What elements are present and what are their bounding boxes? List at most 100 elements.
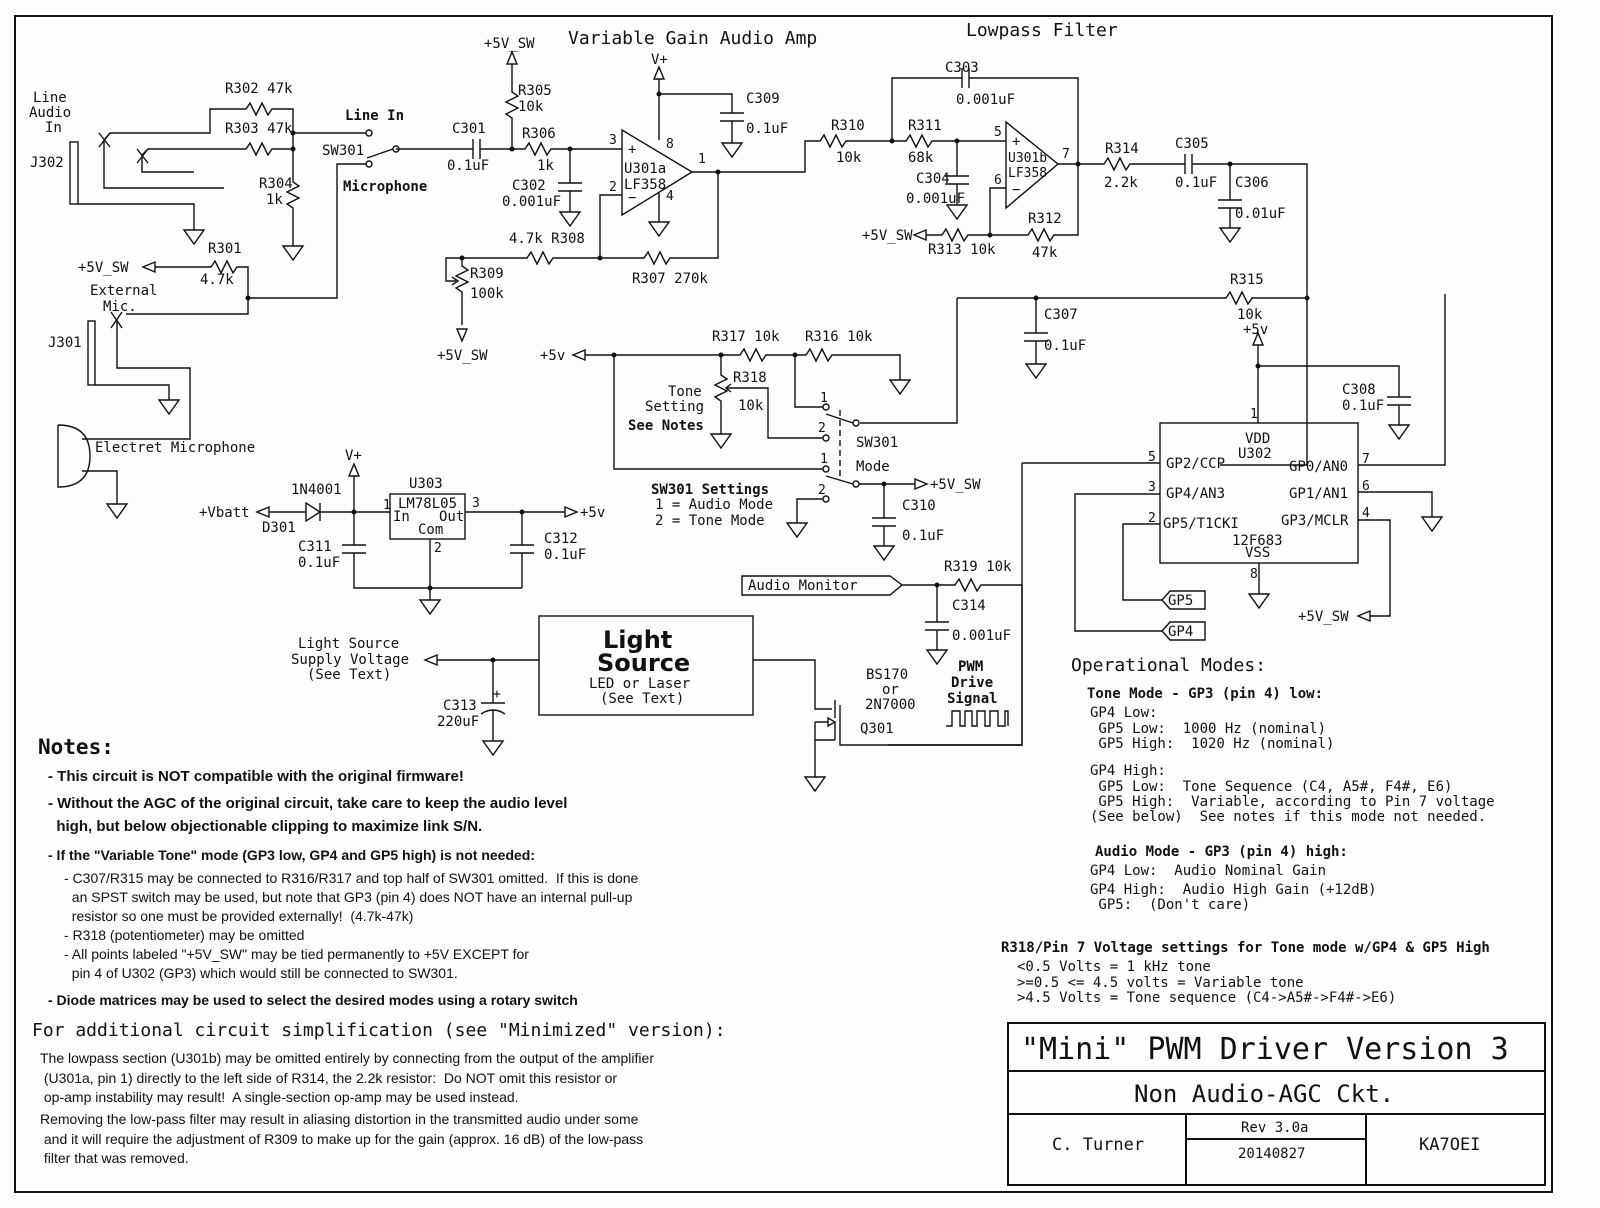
u302-vdd: VDD (1245, 431, 1270, 447)
pin-name: GP1/AN1 (1289, 486, 1348, 502)
r311-value: 68k (908, 150, 934, 166)
r311-label: R311 (908, 118, 942, 134)
c308-label: C308 (1342, 382, 1376, 398)
r318-value: 10k (738, 398, 764, 414)
simplification-title: For additional circuit simplification (s… (32, 1020, 726, 1041)
c309-label: C309 (746, 91, 780, 107)
u301b-part: LF358 (1008, 166, 1047, 181)
microphone-label: Microphone (343, 179, 427, 195)
r312-value: 47k (1032, 245, 1058, 261)
pwm-label: Drive (951, 675, 993, 691)
j301-jack (87, 320, 96, 386)
r306-value: 1k (537, 158, 554, 174)
contact-number: 1 (820, 391, 828, 406)
j302-label: J302 (30, 155, 64, 171)
r318-voltage-line: <0.5 Volts = 1 kHz tone (1017, 959, 1211, 975)
p5vsw-label: +5V_SW (1298, 609, 1349, 625)
supply-label: (See Text) (307, 667, 391, 683)
pin-name: GP5/T1CKI (1163, 516, 1239, 532)
p5vsw-label: +5V_SW (484, 36, 535, 52)
c303-value: 0.001uF (956, 92, 1015, 108)
c314-label: C314 (952, 598, 986, 614)
gp5-port (1161, 590, 1206, 610)
r305-value: 10k (518, 99, 544, 115)
audio-monitor-port (741, 575, 904, 596)
sw301-setting: 1 = Audio Mode (655, 497, 773, 513)
u301a-label: U301a (624, 161, 666, 177)
r315-label: R315 (1230, 272, 1264, 288)
u303-com: Com (418, 522, 443, 538)
u303-label: U303 (409, 476, 443, 492)
pin-number: 5 (994, 125, 1002, 140)
pin-number: 4 (1362, 506, 1370, 521)
r303-label: R303 47k (225, 121, 293, 137)
title-block: "Mini" PWM Driver Version 3 Non Audio-AG… (1007, 1022, 1546, 1186)
p5vsw-label: +5V_SW (437, 348, 488, 364)
diode-note: - Diode matrices may be used to select t… (48, 992, 578, 1008)
pin-number: 1 (383, 498, 391, 513)
gp5-port-label: GP5 (1168, 593, 1193, 609)
tone-mode-line: GP4 High: (1090, 763, 1166, 779)
light-source-title: Light (603, 626, 672, 654)
amp-section: C301 0.1uF +5V_SW R305 10k R306 1k C302 … (396, 36, 815, 364)
contact-number: 2 (818, 483, 826, 498)
output-section: Audio Monitor R319 10k C314 0.001uF PWM … (291, 559, 1023, 792)
external-mic-label: External (90, 283, 157, 299)
pin-number: 3 (472, 496, 480, 511)
c314-value: 0.001uF (952, 628, 1011, 644)
tone-mode-line: GP5 High: Variable, according to Pin 7 v… (1090, 794, 1495, 810)
pin-number: 2 (1148, 511, 1156, 526)
u302-label: U302 (1238, 446, 1272, 462)
audio-monitor-label: Audio Monitor (748, 578, 858, 594)
r302-label: R302 47k (225, 81, 293, 97)
r301-value: 4.7k (200, 272, 234, 288)
variable-tone-item: - C307/R315 may be connected to R316/R31… (64, 870, 639, 886)
pwm-waveform-icon (946, 710, 1009, 727)
drawing-subtitle: Non Audio-AGC Ckt. (1134, 1080, 1394, 1108)
u302-part: 12F683 (1232, 533, 1283, 549)
note-item: - This circuit is NOT compatible with th… (48, 768, 464, 785)
c311-label: C311 (298, 539, 332, 555)
pin-number: 5 (1148, 450, 1156, 465)
tone-mode-line: GP5 Low: Tone Sequence (C4, A5#, F4#, E6… (1090, 779, 1452, 795)
plus-sign: + (1012, 134, 1020, 150)
c313-value: 220uF (437, 714, 479, 730)
p5v-label: +5v (580, 505, 605, 521)
c305-label: C305 (1175, 136, 1209, 152)
pin-number: 7 (1362, 452, 1370, 467)
mcu-section: +5v C308 0.1uF 1 VDD U302 12F683 VSS GP2… (888, 294, 1446, 746)
audio-mode-title: Audio Mode - GP3 (pin 4) high: (1095, 844, 1348, 860)
simplification-item: (U301a, pin 1) directly to the left side… (40, 1070, 617, 1086)
simplification-item: and it will require the adjustment of R3… (40, 1131, 643, 1147)
minus-sign: − (1012, 182, 1020, 198)
variable-tone-item: - R318 (potentiometer) may be omitted (64, 927, 304, 943)
tone-mode-line: GP5 Low: 1000 Hz (nominal) (1090, 721, 1326, 737)
external-mic-label: Mic. (103, 299, 137, 315)
polarity-plus: + (493, 687, 501, 702)
simplification-item: filter that was removed. (40, 1150, 189, 1166)
r304-value: 1k (266, 192, 283, 208)
pin-number: 8 (1250, 567, 1258, 582)
r306-label: R306 (522, 126, 556, 142)
sw301-label: SW301 (322, 143, 364, 159)
light-source-title: Source (597, 649, 690, 677)
d301-diode (305, 501, 322, 523)
q301-part: 2N7000 (865, 697, 916, 713)
variable-tone-item: resistor so one must be provided externa… (64, 908, 413, 924)
contact-number: 2 (818, 421, 826, 436)
light-source-box (538, 615, 754, 716)
c307-value: 0.1uF (1044, 338, 1086, 354)
c310-label: C310 (902, 498, 936, 514)
light-source-sub: (See Text) (600, 691, 684, 707)
notes-title: Notes: (38, 735, 114, 759)
p5vsw-label: +5V_SW (862, 228, 913, 244)
j302-jack (69, 141, 79, 205)
tone-setting-label: Tone (668, 384, 702, 400)
c304-value: 0.001uF (906, 191, 965, 207)
c302-value: 0.001uF (502, 194, 561, 210)
r318-label: R318 (733, 370, 767, 386)
revision: Rev 3.0a (1241, 1120, 1308, 1136)
d301-part: 1N4001 (291, 482, 342, 498)
notes-section: Notes: - This circuit is NOT compatible … (32, 735, 726, 1166)
